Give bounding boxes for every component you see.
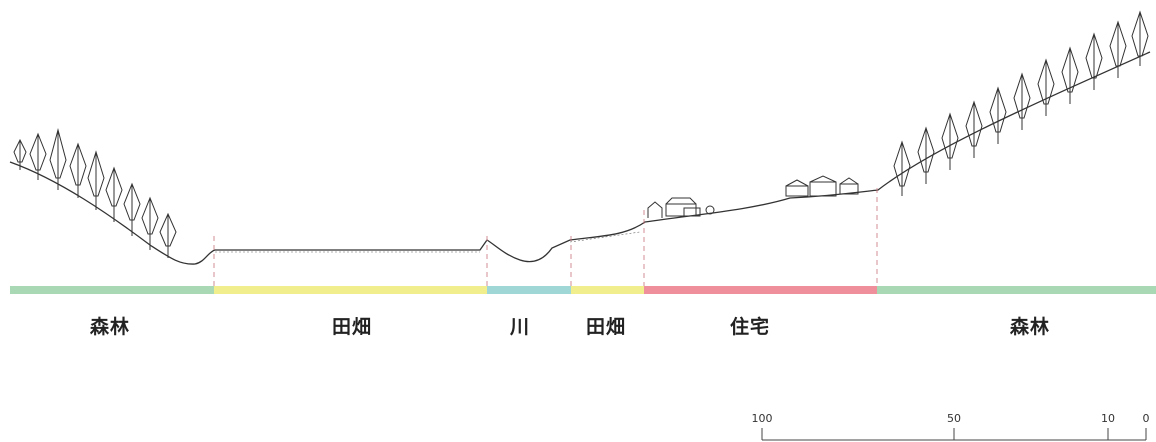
band-field-right	[571, 286, 644, 294]
houses-right-cluster	[785, 175, 859, 197]
right-forest-trees	[893, 10, 1149, 196]
zone-label-forest-left: 森林	[89, 316, 131, 338]
scale-bar	[761, 428, 1147, 441]
scale-label-50: 50	[947, 412, 961, 425]
band-forest-right	[877, 286, 1156, 294]
zone-label-forest-right: 森林	[1009, 316, 1051, 338]
band-residential	[644, 286, 877, 294]
band-river	[487, 286, 571, 294]
scale-label-100: 100	[751, 412, 773, 425]
zone-label-field-left: 田畑	[331, 316, 373, 338]
band-forest-left	[10, 286, 214, 294]
zone-label-river: 川	[509, 316, 531, 338]
left-forest-trees	[13, 128, 177, 258]
scale-label-10: 10	[1101, 412, 1115, 425]
houses-left-cluster	[647, 197, 715, 218]
zone-label-residential: 住宅	[729, 316, 771, 338]
zone-label-field-right: 田畑	[585, 316, 627, 338]
ground-profile	[9, 51, 1151, 265]
scale-label-0: 0	[1142, 412, 1150, 425]
zone-dividers	[213, 188, 878, 286]
band-field-left	[214, 286, 487, 294]
field-texture	[215, 231, 641, 253]
